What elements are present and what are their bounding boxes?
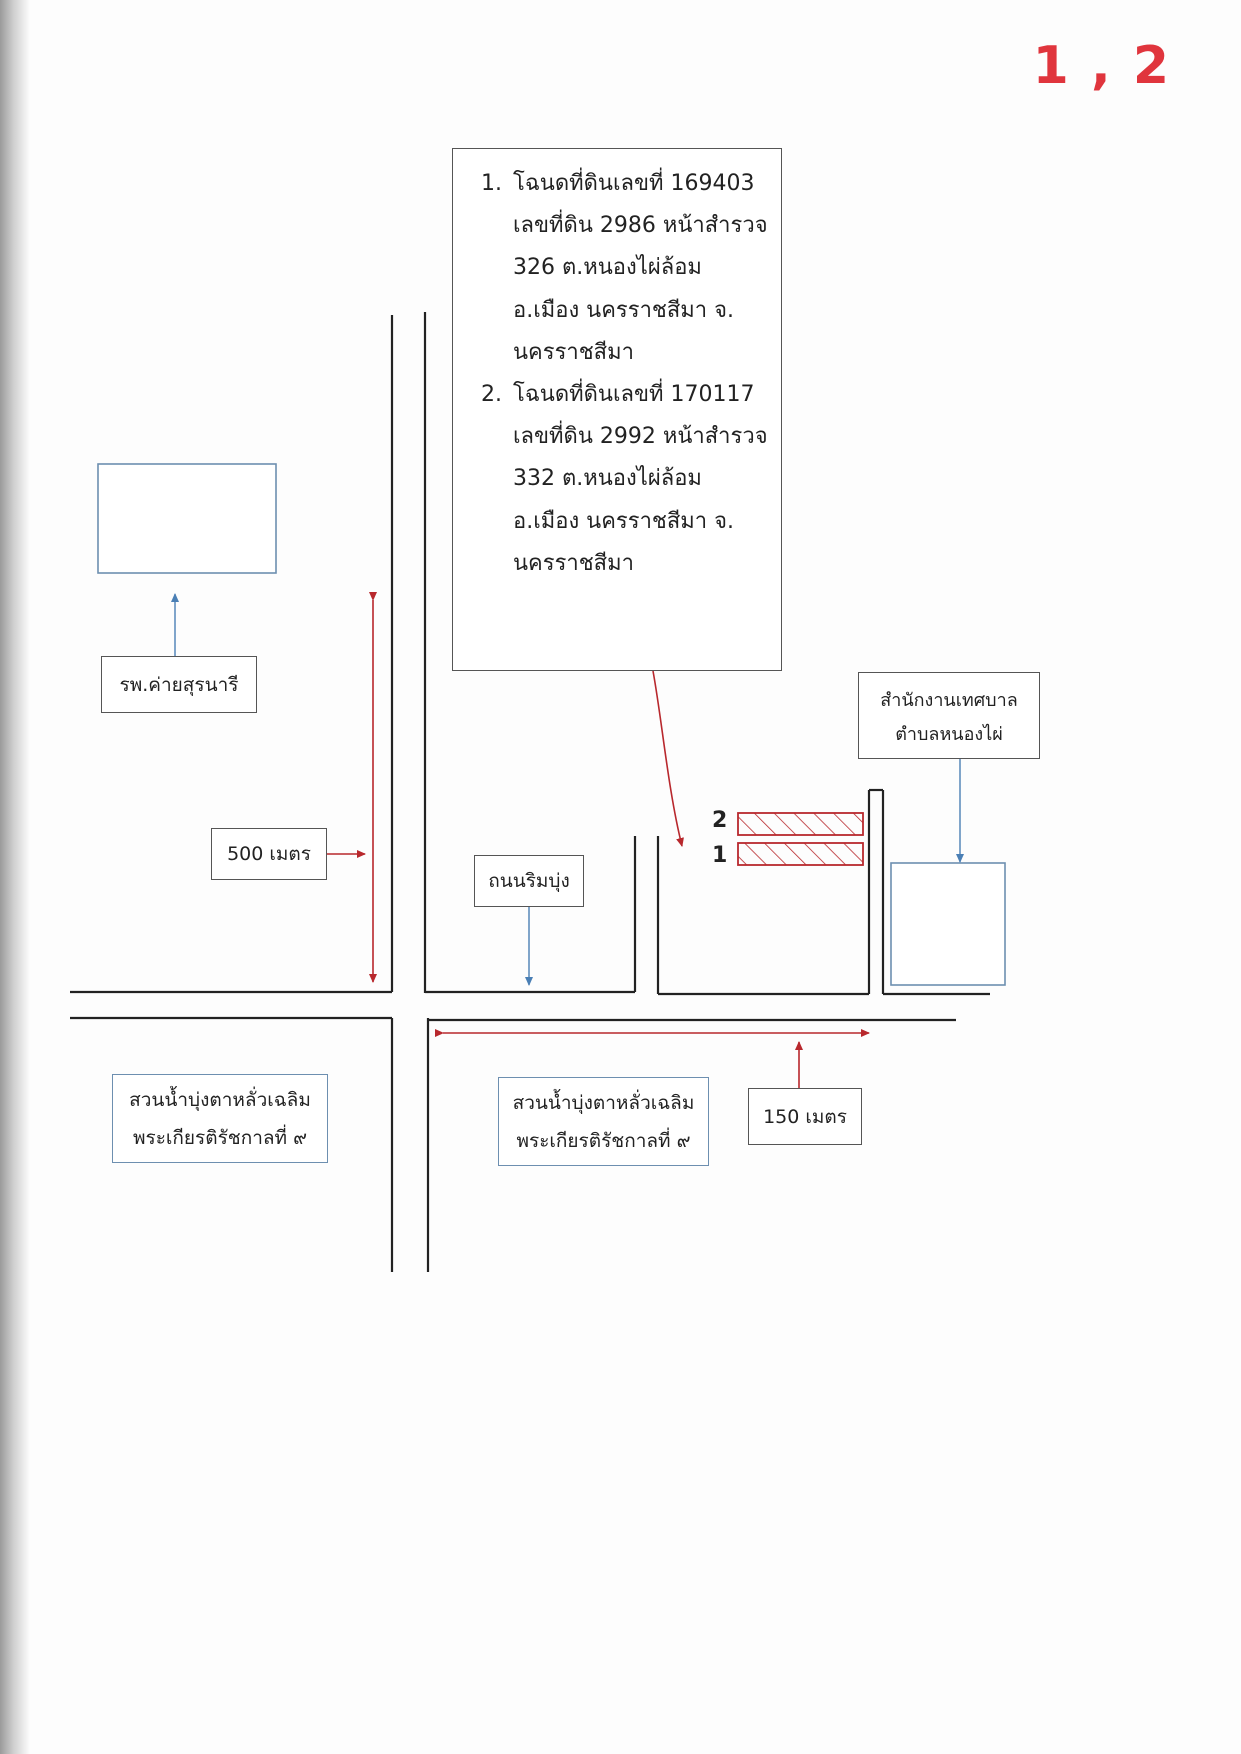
office-label-line1: สำนักงานเทศบาล: [880, 689, 1018, 711]
deed-info-box: โฉนดที่ดินเลขที่ 169403 เลขที่ดิน 2986 ห…: [452, 148, 782, 671]
deed-list: โฉนดที่ดินเลขที่ 169403 เลขที่ดิน 2986 ห…: [473, 163, 773, 585]
scan-edge-shadow: [0, 0, 30, 1754]
plot-number-1: 1: [712, 843, 728, 868]
hospital-building: [97, 463, 277, 574]
distance-500-label: 500 เมตร: [211, 828, 327, 880]
office-building: [890, 862, 1006, 986]
red-arrows: [327, 592, 870, 1088]
road-lines: [70, 312, 990, 1272]
park-label-west-line2: พระเกียรติรัชกาลที่ ๙: [132, 1126, 307, 1149]
page-marker: 1 , 2: [1032, 36, 1171, 96]
blue-arrows: [171, 593, 964, 986]
road-name-label: ถนนริมบุ่ง: [474, 855, 584, 907]
office-label-line2: ตำบลหนองไผ่: [895, 723, 1003, 745]
deed-item-1: โฉนดที่ดินเลขที่ 169403 เลขที่ดิน 2986 ห…: [509, 163, 773, 374]
hospital-label: รพ.ค่ายสุรนารี: [101, 656, 257, 713]
land-plot-2: [737, 812, 864, 836]
deed-item-2: โฉนดที่ดินเลขที่ 170117 เลขที่ดิน 2992 ห…: [509, 374, 773, 585]
plot-number-2: 2: [712, 808, 728, 833]
distance-150-label: 150 เมตร: [748, 1088, 862, 1145]
park-label-east-line2: พระเกียรติรัชกาลที่ ๙: [516, 1129, 691, 1152]
park-label-east: สวนน้ำบุ่งตาหลั่วเฉลิม พระเกียรติรัชกาลท…: [498, 1077, 709, 1166]
park-label-east-line1: สวนน้ำบุ่งตาหลั่วเฉลิม: [512, 1091, 695, 1114]
deed-to-plot-arrow: [652, 670, 684, 847]
office-label: สำนักงานเทศบาล ตำบลหนองไผ่: [858, 672, 1040, 759]
land-plot-1: [737, 842, 864, 866]
park-label-west: สวนน้ำบุ่งตาหลั่วเฉลิม พระเกียรติรัชกาลท…: [112, 1074, 328, 1163]
park-label-west-line1: สวนน้ำบุ่งตาหลั่วเฉลิม: [129, 1088, 311, 1111]
